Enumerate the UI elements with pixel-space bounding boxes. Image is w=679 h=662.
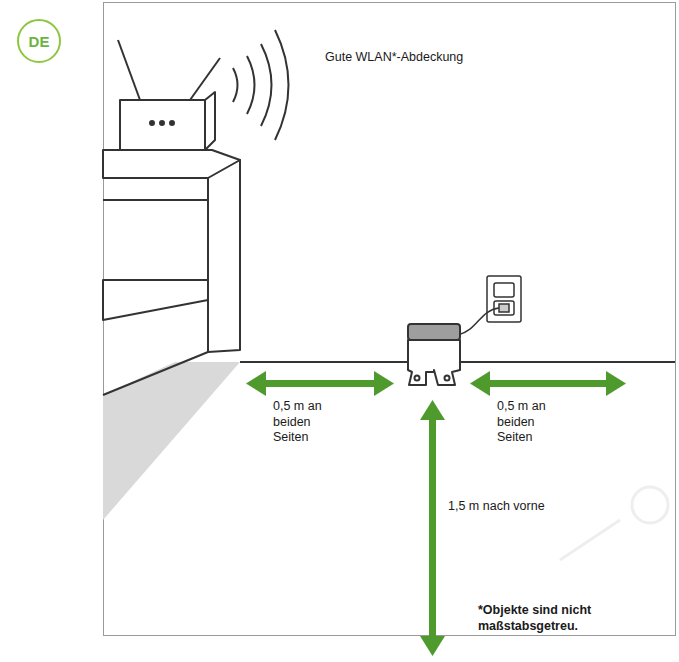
side-distance: 0,5 m an beiden Seiten <box>497 399 559 446</box>
router <box>118 40 220 150</box>
wifi-note: Gute WLAN*-Abdeckung <box>325 50 565 66</box>
power-outlet <box>458 276 521 335</box>
language-code: DE <box>29 33 50 50</box>
frame <box>104 3 676 636</box>
wifi-waves <box>233 30 289 140</box>
side-distance: 0,5 m an beiden Seiten <box>273 399 335 446</box>
distance-arrows <box>246 371 626 656</box>
faint-watermark <box>560 487 668 560</box>
docking-station <box>408 324 460 385</box>
language-badge: DE <box>17 19 61 63</box>
scale-note: *Objekte sind nicht maßstabsgetreu. <box>478 603 598 634</box>
shelf <box>103 150 240 395</box>
front-distance: 1,5 m nach vorne <box>448 499 578 515</box>
